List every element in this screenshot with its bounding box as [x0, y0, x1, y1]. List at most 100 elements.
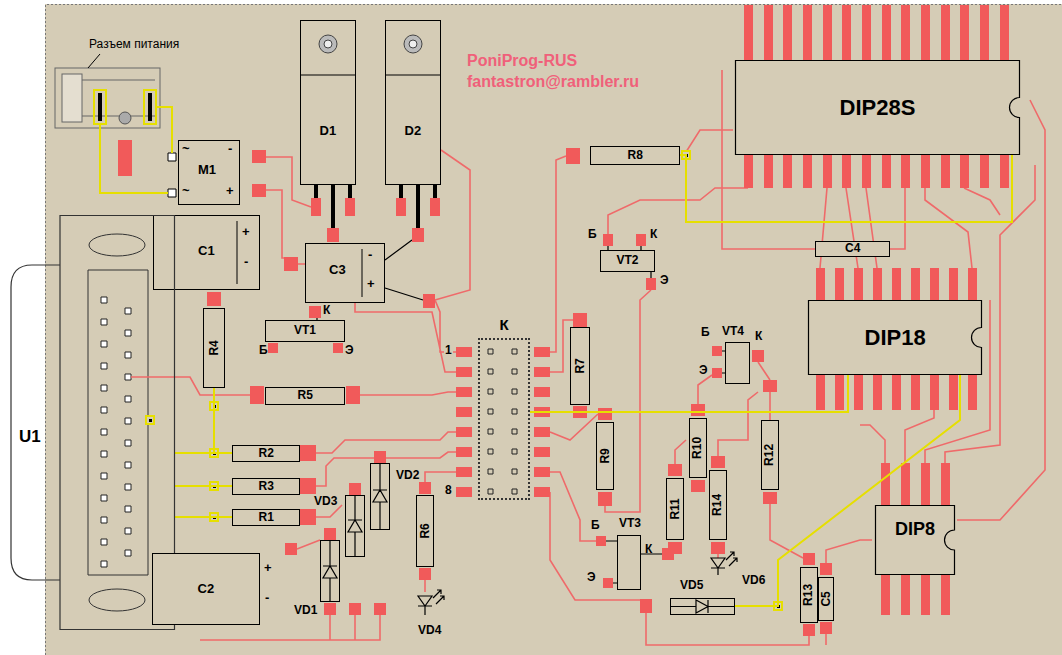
part-label: C1: [198, 244, 215, 259]
transistor-box: VT4БЭК: [725, 342, 750, 384]
resistor-box: R10: [689, 418, 707, 478]
resistor-box: R6: [416, 495, 434, 567]
diode-box: VD1: [320, 540, 340, 602]
part-label: VD1: [294, 604, 317, 618]
chip-body: [736, 61, 1020, 155]
bridge-rectifier: M1~-~+: [178, 140, 240, 205]
part-label: U1: [19, 427, 41, 447]
part-label: R3: [259, 480, 274, 494]
chip-body: [809, 301, 982, 375]
jack-hole: [119, 112, 131, 124]
pin-label: Э: [587, 571, 596, 585]
resistor-box: R9: [596, 422, 614, 490]
part-label: VD6: [741, 574, 766, 588]
part-label: R13: [802, 584, 816, 606]
part-label: VT4: [722, 325, 744, 339]
part-label: R1: [259, 511, 274, 525]
transistor-box: VT3БКЭ: [617, 535, 641, 590]
part-label: R6: [418, 523, 432, 538]
jumper-wire: [175, 516, 232, 518]
resistor-box: R14: [709, 470, 727, 540]
connector-housing: [11, 216, 175, 630]
diode-box: VD3: [345, 495, 365, 557]
led-symbol: [418, 552, 737, 615]
part-label: R7: [573, 358, 587, 373]
pin-label: К: [323, 304, 330, 318]
resistor-box: R12: [761, 420, 779, 490]
transistor-box: VT1КБЭ: [265, 320, 345, 342]
mount-hole: [319, 35, 337, 53]
mount-hole: [404, 35, 422, 53]
pin-label: Б: [701, 326, 710, 340]
regulator-details: [300, 35, 441, 75]
capacitor-box: C3-+: [305, 243, 385, 303]
pin-label: К: [650, 228, 657, 242]
capacitor-body: [306, 244, 385, 303]
pin-number: 8: [444, 484, 453, 498]
connector-slot: [89, 234, 145, 256]
solder-pad: [118, 140, 832, 636]
part-label: R11: [668, 498, 682, 519]
header-outline: К: [478, 338, 530, 500]
pin-label: К: [645, 543, 652, 557]
chip-outline: DIP8: [875, 505, 955, 575]
connector-shell: [88, 270, 148, 575]
regulator-leg: [316, 185, 435, 230]
pin-label: Э: [345, 344, 354, 358]
capacitor-box: C1 + -: [153, 215, 260, 290]
resistor-box: R11: [666, 478, 684, 540]
chip-outline: DIP18: [808, 300, 982, 375]
diode-box: VD2: [370, 463, 390, 530]
pin-label: ~: [182, 142, 190, 157]
part-label: R10: [691, 437, 705, 459]
part-label: R4: [207, 340, 221, 355]
pin-label: -: [244, 255, 248, 270]
connector-outline: [10, 215, 175, 630]
power-jack: [55, 68, 160, 128]
pin-label: ~: [182, 184, 190, 199]
chip-outline: [875, 505, 955, 575]
chip-outline: DIP28S: [735, 60, 1020, 155]
author-email: fantastron@rambler.ru: [466, 73, 640, 91]
pin-label: Э: [660, 274, 669, 288]
part-label: M1: [198, 163, 216, 178]
part-label: VD2: [396, 469, 419, 483]
jumper-wire: [175, 485, 232, 487]
resistor-box: R13: [800, 567, 818, 623]
pin-label: +: [242, 225, 250, 240]
mount-hole: [409, 40, 417, 48]
part-label: DIP8: [895, 519, 935, 540]
transistor-box: VT2БКЭ: [600, 250, 655, 272]
pin-label: +: [226, 184, 234, 199]
pin-label: Э: [699, 364, 708, 378]
capacitor-box: C4: [815, 241, 890, 257]
resistor-box: R8: [590, 146, 680, 165]
resistor-box: R1: [232, 509, 300, 526]
part-label: R8: [628, 149, 643, 163]
resistor-box: R2: [232, 445, 300, 462]
connector-pin: [101, 297, 131, 567]
pin-label: Б: [588, 228, 597, 242]
tab-line: [300, 75, 441, 76]
capacitor-box: C5: [818, 577, 834, 621]
part-label: C5: [819, 591, 833, 606]
diode-box: VD5: [670, 598, 735, 615]
pin-label: Б: [591, 519, 600, 533]
pin-number: 1: [444, 344, 453, 358]
pin-label: Б: [259, 344, 268, 358]
part-label: DIP18: [865, 325, 926, 350]
pin-label: -: [368, 248, 372, 263]
part-label: DIP28S: [840, 95, 916, 120]
connector-outline: U1: [10, 215, 175, 630]
part-label: D2: [405, 124, 422, 139]
resistor-box: R4: [203, 308, 225, 388]
jumper-wire: [680, 155, 1012, 222]
part-label: VT2: [617, 254, 639, 268]
part-label: R5: [298, 389, 313, 403]
board-title: PoniProg-RUS: [466, 52, 578, 70]
part-label: VD5: [680, 579, 703, 593]
chip-body: [876, 506, 955, 575]
jumper-wire: [735, 375, 960, 606]
